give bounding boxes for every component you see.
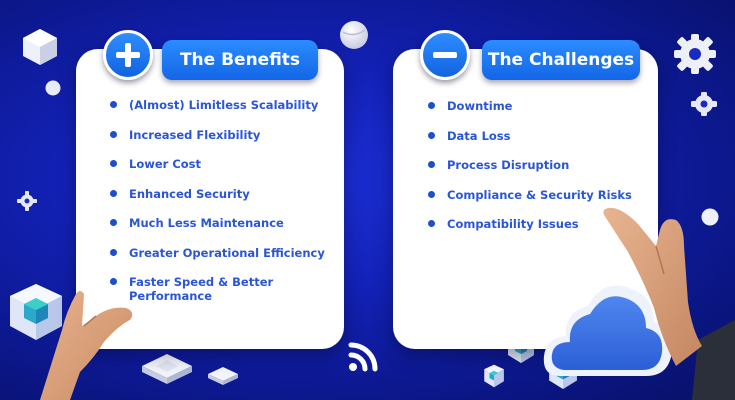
minus-icon <box>433 52 457 58</box>
cloud-illustration <box>543 285 673 376</box>
bullet-icon <box>428 102 435 109</box>
bullet-icon <box>428 190 435 198</box>
sphere-icon <box>340 21 368 49</box>
list-item: Enhanced Security <box>110 187 338 201</box>
list-item: Data Loss <box>428 129 653 143</box>
gear-icon <box>17 191 37 211</box>
bullet-icon <box>110 101 117 108</box>
right-hand-illustration <box>603 207 735 400</box>
bullet-icon <box>428 220 435 227</box>
list-item: Faster Speed & Better Performance <box>110 275 299 303</box>
bullet-icon <box>110 248 117 256</box>
bullet-icon <box>110 219 117 226</box>
list-item: Compatibility Issues <box>428 217 653 231</box>
bullet-icon <box>428 161 435 168</box>
list-item: Lower Cost <box>110 157 338 171</box>
benefits-badge <box>103 30 153 80</box>
list-item: Process Disruption <box>428 158 653 172</box>
list-item: (Almost) Limitless Scalability <box>110 98 338 112</box>
bullet-icon <box>110 278 117 285</box>
gear-icon <box>674 34 716 74</box>
bullet-icon <box>110 189 117 197</box>
list-item: Downtime <box>428 99 653 113</box>
benefits-card <box>76 49 344 349</box>
benefits-list: (Almost) Limitless Scalability Increased… <box>110 98 338 319</box>
server-cube-icon <box>484 364 504 388</box>
server-cube-icon <box>10 284 62 340</box>
tile-icon <box>142 354 192 384</box>
plus-icon <box>116 43 140 67</box>
challenges-badge <box>420 30 470 80</box>
challenges-title: The Challenges <box>482 40 640 80</box>
list-item: Much Less Maintenance <box>110 216 338 230</box>
challenges-list: Downtime Data Loss Process Disruption Co… <box>428 99 653 247</box>
bullet-icon <box>110 130 117 138</box>
tile-icon <box>208 367 238 385</box>
list-item: Compliance & Security Risks <box>428 188 653 202</box>
gear-icon <box>691 92 717 116</box>
sphere-icon <box>701 208 719 226</box>
sphere-icon <box>45 80 61 96</box>
bullet-icon <box>110 160 117 167</box>
bullet-icon <box>428 131 435 139</box>
benefits-title: The Benefits <box>162 40 318 80</box>
list-item: Increased Flexibility <box>110 128 338 142</box>
cube-icon <box>23 29 57 65</box>
left-hand-illustration <box>40 291 133 400</box>
list-item: Greater Operational Efficiency <box>110 246 338 260</box>
wifi-icon <box>348 342 378 372</box>
